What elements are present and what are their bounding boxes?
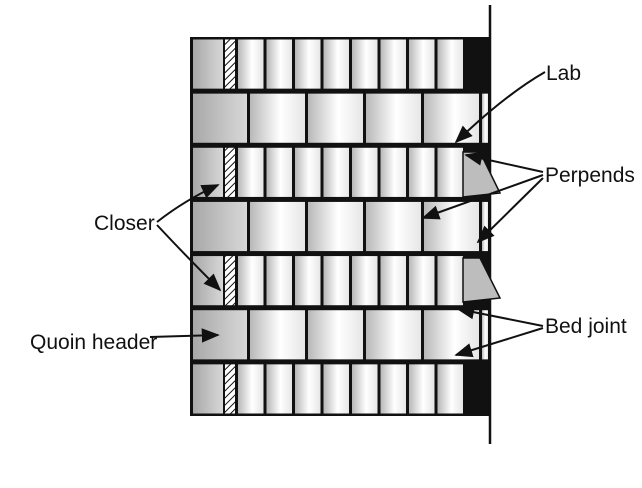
closer-brick (225, 364, 235, 414)
stretcher-brick (250, 201, 305, 252)
closer-brick (225, 256, 235, 306)
label-lab: Lab (546, 62, 581, 85)
leader-bed-joint (454, 327, 544, 358)
stretcher-brick (250, 310, 305, 360)
stretcher-brick (366, 310, 421, 360)
header-brick (380, 364, 406, 414)
header-brick (380, 39, 406, 89)
header-brick (352, 39, 378, 89)
header-brick (266, 256, 292, 306)
quoin-header-brick (193, 364, 223, 414)
brick-wall (190, 5, 502, 444)
leader-quoin-header (149, 328, 220, 343)
leader-bed-joint (456, 305, 544, 327)
header-brick (352, 256, 378, 306)
header-brick (437, 147, 463, 197)
header-brick (295, 364, 321, 414)
leader-perpends (476, 177, 544, 244)
header-brick (352, 364, 378, 414)
label-closer: Closer (94, 212, 155, 235)
header-brick (380, 256, 406, 306)
stretcher-brick (424, 93, 479, 143)
header-brick (380, 147, 406, 197)
header-brick (323, 364, 349, 414)
frog-notch (462, 257, 502, 303)
header-brick (323, 256, 349, 306)
header-brick (295, 147, 321, 197)
header-brick (409, 147, 435, 197)
header-brick (323, 39, 349, 89)
quoin-header-brick (193, 256, 223, 306)
quoin-header-brick (193, 93, 247, 143)
stretcher-brick (308, 93, 363, 143)
header-brick (238, 147, 264, 197)
header-brick (266, 364, 292, 414)
stretcher-brick (424, 310, 479, 360)
stretcher-brick (482, 93, 488, 143)
header-brick (323, 147, 349, 197)
stretcher-brick (482, 201, 488, 252)
header-brick (437, 364, 463, 414)
stretcher-brick (308, 201, 363, 252)
stretcher-brick (424, 201, 479, 252)
leader-lab (454, 71, 546, 144)
stretcher-brick (482, 310, 488, 360)
closer-brick (225, 147, 235, 197)
header-brick (437, 256, 463, 306)
header-brick (238, 256, 264, 306)
leader-closer (156, 224, 222, 292)
label-perpends: Perpends (545, 164, 635, 187)
header-brick (238, 39, 264, 89)
leader-perpends (464, 151, 544, 173)
header-brick (409, 364, 435, 414)
header-brick (409, 39, 435, 89)
header-brick (437, 39, 463, 89)
stretcher-brick (250, 93, 305, 143)
stretcher-brick (308, 310, 363, 360)
header-brick (266, 39, 292, 89)
header-brick (295, 39, 321, 89)
stretcher-brick (366, 93, 421, 143)
header-brick (352, 147, 378, 197)
quoin-header-brick (193, 39, 223, 89)
label-bed-joint: Bed joint (545, 315, 627, 338)
stretcher-brick (366, 201, 421, 252)
closer-brick (225, 39, 235, 89)
header-brick (409, 256, 435, 306)
leader-closer (156, 184, 220, 223)
leader-lines (149, 71, 546, 358)
leader-perpends (421, 174, 544, 220)
header-brick (266, 147, 292, 197)
label-quoin-header: Quoin header (30, 331, 157, 354)
header-brick (295, 256, 321, 306)
quoin-header-brick (193, 201, 247, 252)
header-brick (238, 364, 264, 414)
